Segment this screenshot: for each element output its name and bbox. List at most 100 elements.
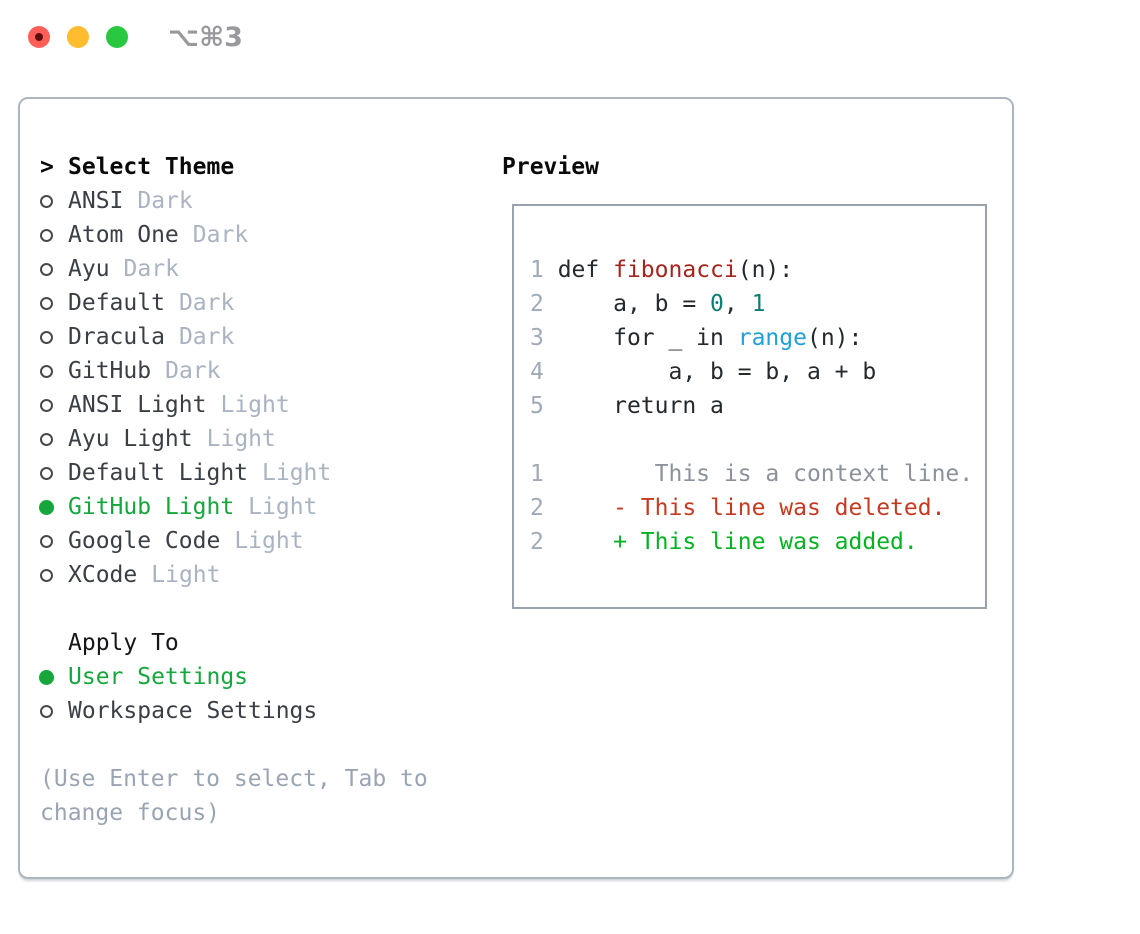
radio-selected-icon — [39, 669, 54, 685]
token-builtin: range — [737, 325, 807, 351]
theme-name: Ayu — [68, 256, 110, 282]
diff-line: 1 This is a context line. — [530, 457, 985, 491]
theme-option-ayu-light[interactable]: Ayu Light Light — [40, 422, 480, 456]
line-number: 1 — [530, 257, 544, 283]
theme-variant-label: Light — [248, 494, 318, 520]
radio-unselected-icon — [40, 296, 53, 310]
apply-to-title: Apply To — [68, 630, 179, 656]
preview-header: Preview — [502, 154, 599, 180]
token-num: 0 — [710, 291, 724, 317]
radio-unselected-icon — [40, 262, 53, 276]
token-plain: a, b = b, a + b — [543, 359, 877, 385]
theme-option-ansi[interactable]: ANSI Dark — [40, 184, 480, 218]
window-shortcut-label: ⌥⌘3 — [168, 22, 243, 53]
token-plain: a, b = — [543, 291, 711, 317]
theme-option-xcode[interactable]: XCode Light — [40, 558, 480, 592]
apply-option-name: Workspace Settings — [68, 698, 318, 724]
token-plain: , — [723, 291, 752, 317]
theme-variant-label: Light — [234, 528, 304, 554]
code-line: 5 return a — [530, 389, 985, 423]
close-button[interactable] — [28, 26, 50, 48]
theme-option-ayu[interactable]: Ayu Dark — [40, 252, 480, 286]
radio-unselected-icon — [40, 364, 53, 378]
line-number: 1 — [530, 461, 544, 487]
window-titlebar: ⌥⌘3 — [28, 22, 243, 53]
prompt-caret-icon: > — [40, 154, 54, 180]
apply-option-user-settings[interactable]: User Settings — [39, 660, 480, 694]
theme-name: Ayu Light — [68, 426, 193, 452]
radio-selected-icon — [39, 499, 54, 515]
token-added: + This line was added. — [543, 529, 918, 555]
theme-variant-label: Light — [206, 426, 276, 452]
line-number: 2 — [530, 529, 544, 555]
code-line: 2 a, b = 0, 1 — [530, 287, 985, 321]
code-line: 4 a, b = b, a + b — [530, 355, 985, 389]
diff-line: 2 - This line was deleted. — [530, 491, 985, 525]
theme-name: GitHub — [68, 358, 152, 384]
theme-name: Default — [68, 290, 165, 316]
theme-variant-label: Dark — [178, 324, 235, 350]
theme-name: Default Light — [68, 460, 249, 486]
token-num: 1 — [751, 291, 766, 317]
token-plain: (n): — [806, 325, 863, 351]
radio-unselected-icon — [40, 330, 53, 344]
radio-unselected-icon — [40, 194, 53, 208]
spacer — [40, 592, 480, 626]
theme-name: Google Code — [68, 528, 221, 554]
theme-name: ANSI Light — [68, 392, 207, 418]
token-context: This is a context line. — [543, 461, 974, 487]
radio-unselected-icon — [40, 534, 53, 548]
radio-unselected-icon — [40, 568, 53, 582]
blank-line — [530, 423, 985, 457]
radio-unselected-icon — [40, 398, 53, 412]
theme-variant-label: Dark — [192, 222, 249, 248]
code-line: 3 for _ in range(n): — [530, 321, 985, 355]
theme-variant-label: Light — [151, 562, 221, 588]
close-dot-icon — [35, 33, 43, 41]
theme-name: Atom One — [68, 222, 179, 248]
theme-name: ANSI — [68, 188, 124, 214]
theme-option-google-code[interactable]: Google Code Light — [40, 524, 480, 558]
theme-option-ansi-light[interactable]: ANSI Light Light — [40, 388, 480, 422]
hint-text: (Use Enter to select, Tab to change focu… — [40, 766, 428, 826]
token-plain: (n): — [737, 257, 794, 283]
token-func: fibonacci — [613, 257, 738, 283]
radio-unselected-icon — [40, 704, 53, 718]
select-theme-title: Select Theme — [68, 154, 235, 180]
token-plain: return a — [543, 393, 724, 419]
line-number: 5 — [530, 393, 544, 419]
zoom-button[interactable] — [106, 26, 128, 48]
theme-variant-label: Dark — [123, 256, 179, 282]
apply-option-workspace-settings[interactable]: Workspace Settings — [40, 694, 480, 728]
theme-variant-label: Dark — [165, 358, 221, 384]
theme-option-default-light[interactable]: Default Light Light — [40, 456, 480, 490]
radio-unselected-icon — [40, 466, 53, 480]
line-number: 2 — [530, 291, 544, 317]
theme-variant-label: Dark — [137, 188, 193, 214]
token-deleted: - This line was deleted. — [543, 495, 946, 521]
theme-name: XCode — [68, 562, 138, 588]
radio-unselected-icon — [40, 228, 53, 242]
theme-name: Dracula — [68, 324, 165, 350]
token-plain: for _ in — [543, 325, 738, 351]
theme-variant-label: Light — [262, 460, 332, 486]
theme-option-dracula[interactable]: Dracula Dark — [40, 320, 480, 354]
select-theme-header: > Select Theme — [40, 150, 480, 184]
diff-line: 2 + This line was added. — [530, 525, 985, 559]
line-number: 2 — [530, 495, 544, 521]
theme-option-github[interactable]: GitHub Dark — [40, 354, 480, 388]
apply-option-name: User Settings — [68, 664, 249, 690]
theme-variant-label: Light — [220, 392, 290, 418]
line-number: 3 — [530, 325, 544, 351]
theme-option-atom-one[interactable]: Atom One Dark — [40, 218, 480, 252]
apply-to-header: Apply To — [40, 626, 480, 660]
minimize-button[interactable] — [67, 26, 89, 48]
radio-unselected-icon — [40, 432, 53, 446]
